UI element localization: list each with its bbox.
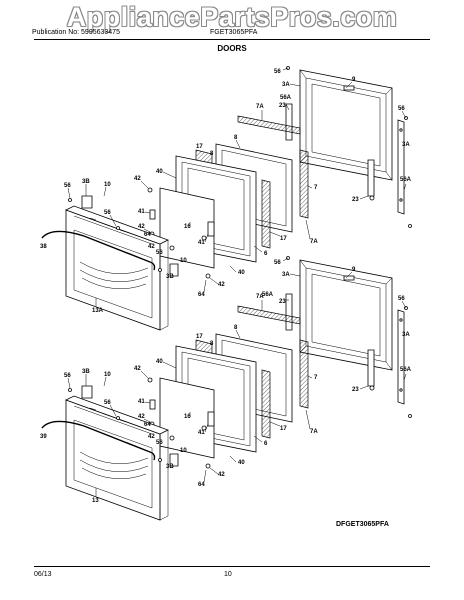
callout-label: 56 bbox=[64, 183, 71, 189]
callout-label: 42 bbox=[148, 244, 155, 250]
callout-label: 56A bbox=[400, 177, 412, 183]
callout-label: 10 bbox=[104, 182, 111, 188]
callout-label: 3B bbox=[82, 179, 90, 185]
callout-label: 16 bbox=[184, 224, 191, 230]
callout-label: 23 bbox=[279, 299, 286, 305]
callout-label: 42 bbox=[148, 434, 155, 440]
callout-label: 17 bbox=[280, 236, 287, 242]
callout-label: 3A bbox=[402, 142, 410, 148]
callout-label: 56 bbox=[64, 373, 71, 379]
callout-label: 40 bbox=[238, 270, 245, 276]
callout-label: 8 bbox=[234, 325, 238, 331]
header-rule bbox=[34, 39, 430, 40]
page-title: DOORS bbox=[217, 44, 247, 53]
callout-label: 10 bbox=[104, 372, 111, 378]
callout-label: 56 bbox=[398, 106, 405, 112]
callout-label: 56 bbox=[274, 260, 281, 266]
callout-label: 41 bbox=[138, 209, 145, 215]
callout-label: 23 bbox=[352, 387, 359, 393]
callout-label: 17 bbox=[196, 334, 203, 340]
callout-label: 3A bbox=[402, 332, 410, 338]
callout-label: 7A bbox=[256, 104, 264, 110]
callout-label: 56A bbox=[400, 367, 412, 373]
callout-label: 7 bbox=[314, 185, 318, 191]
callout-label: 42 bbox=[134, 176, 141, 182]
door-assembly-upper bbox=[41, 66, 412, 331]
callout-label: 9 bbox=[352, 267, 356, 273]
callout-label: 56 bbox=[274, 69, 281, 75]
watermark: AppliancePartsPros.com bbox=[66, 2, 398, 32]
footer-rule bbox=[34, 566, 430, 567]
callout-label: 7A bbox=[256, 294, 264, 300]
callout-label: 40 bbox=[156, 359, 163, 365]
callout-label: 56 bbox=[156, 250, 163, 256]
callout-label: 41 bbox=[198, 240, 205, 246]
callout-label: 3B bbox=[166, 274, 174, 280]
callout-label: 41 bbox=[138, 399, 145, 405]
callout-label: 10 bbox=[180, 448, 187, 454]
callout-label: 17 bbox=[196, 144, 203, 150]
model-number: FGET3065PFA bbox=[210, 29, 258, 36]
callout-label: 38 bbox=[40, 244, 47, 250]
callouts-upper: 56 9 3A 56A 23 7A 8 56 3A 56A 23 7 17 40… bbox=[40, 67, 412, 314]
callout-label: 10 bbox=[180, 258, 187, 264]
callout-label: 64 bbox=[198, 292, 205, 298]
callout-label: 6 bbox=[264, 441, 268, 447]
callout-label: 40 bbox=[156, 169, 163, 175]
callout-label: 23 bbox=[352, 197, 359, 203]
callout-label: 56 bbox=[156, 440, 163, 446]
callout-label: 56 bbox=[104, 210, 111, 216]
callout-label: 56 bbox=[398, 296, 405, 302]
callout-label: 3A bbox=[282, 82, 290, 88]
outer-door-panel bbox=[64, 205, 170, 331]
callout-label: 13A bbox=[92, 308, 104, 314]
callout-label: 3B bbox=[82, 369, 90, 375]
callout-label: 7A bbox=[310, 429, 318, 435]
callout-label: 3B bbox=[166, 464, 174, 470]
diagram-code: DFGET3065PFA bbox=[336, 521, 389, 528]
callout-label: 16 bbox=[184, 414, 191, 420]
callout-label: 13 bbox=[92, 498, 99, 504]
callout-label: 42 bbox=[134, 366, 141, 372]
callout-label: 7 bbox=[314, 375, 318, 381]
callout-label: 7A bbox=[310, 239, 318, 245]
callout-label: 42 bbox=[138, 414, 145, 420]
callout-label: 64 bbox=[144, 422, 151, 428]
callout-label: 8 bbox=[210, 151, 214, 157]
footer-date: 06/13 bbox=[34, 571, 52, 578]
callout-label: 64 bbox=[144, 232, 151, 238]
callout-label: 8 bbox=[210, 341, 214, 347]
callout-label: 56 bbox=[104, 400, 111, 406]
inner-liner-part bbox=[299, 69, 393, 181]
callout-label: 39 bbox=[40, 434, 47, 440]
callout-label: 42 bbox=[138, 224, 145, 230]
callout-label: 17 bbox=[280, 426, 287, 432]
callout-label: 23 bbox=[279, 103, 286, 109]
callout-label: 8 bbox=[234, 135, 238, 141]
callout-label: 56A bbox=[280, 95, 292, 101]
publication-number: Publication No: 5995633475 bbox=[32, 29, 120, 36]
callout-label: 42 bbox=[218, 472, 225, 478]
callouts-lower: 56 56A 3A 9 23 7A 8 56 3A 56A 23 7 17 40… bbox=[40, 257, 412, 504]
callout-label: 42 bbox=[218, 282, 225, 288]
callout-label: 40 bbox=[238, 460, 245, 466]
callout-label: 6 bbox=[264, 251, 268, 257]
callout-label: 56A bbox=[262, 292, 274, 298]
callout-label: 64 bbox=[198, 482, 205, 488]
callout-label: 3A bbox=[282, 272, 290, 278]
callout-label: 41 bbox=[198, 430, 205, 436]
page-number: 10 bbox=[224, 571, 232, 578]
callout-label: 9 bbox=[352, 77, 356, 83]
